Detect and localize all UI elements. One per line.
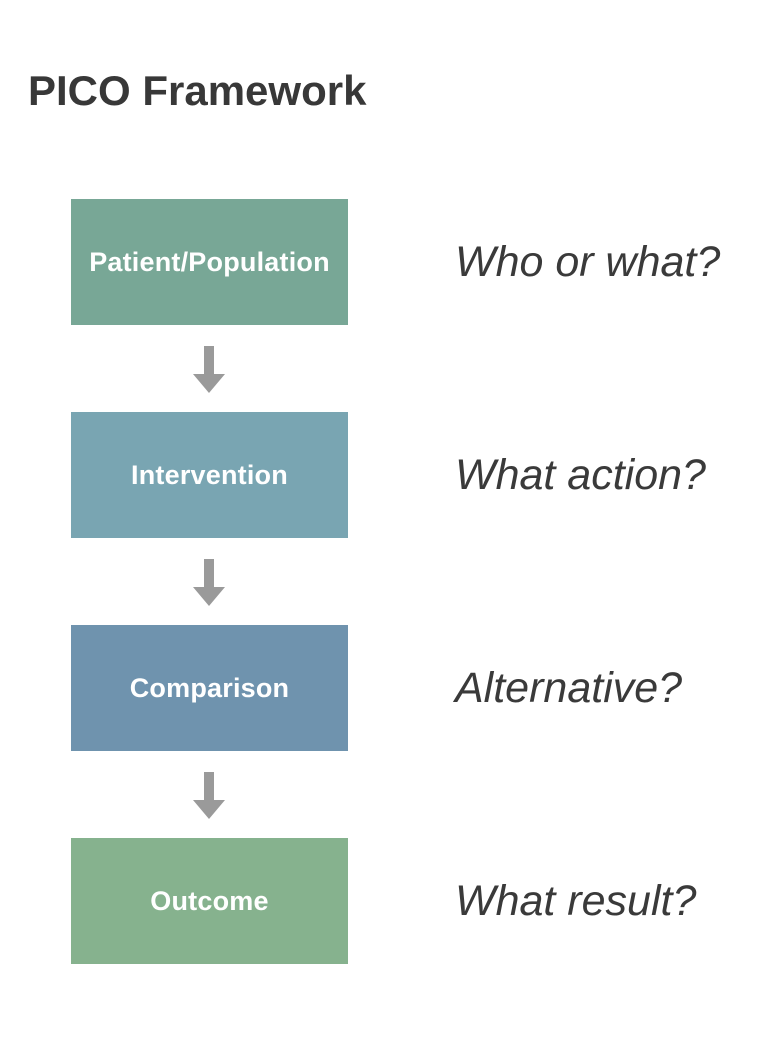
down-arrow-icon <box>192 559 226 607</box>
question-intervention: What action? <box>455 450 706 499</box>
stage-box-intervention: Intervention <box>71 412 348 538</box>
down-arrow-icon <box>192 346 226 394</box>
stage-box-patient-population: Patient/Population <box>71 199 348 325</box>
down-arrow-icon <box>192 772 226 820</box>
stage-box-comparison: Comparison <box>71 625 348 751</box>
stage-box-outcome: Outcome <box>71 838 348 964</box>
page-title: PICO Framework <box>28 67 367 114</box>
question-comparison: Alternative? <box>455 663 683 712</box>
question-outcome: What result? <box>455 876 697 925</box>
question-patient-population: Who or what? <box>455 237 721 286</box>
